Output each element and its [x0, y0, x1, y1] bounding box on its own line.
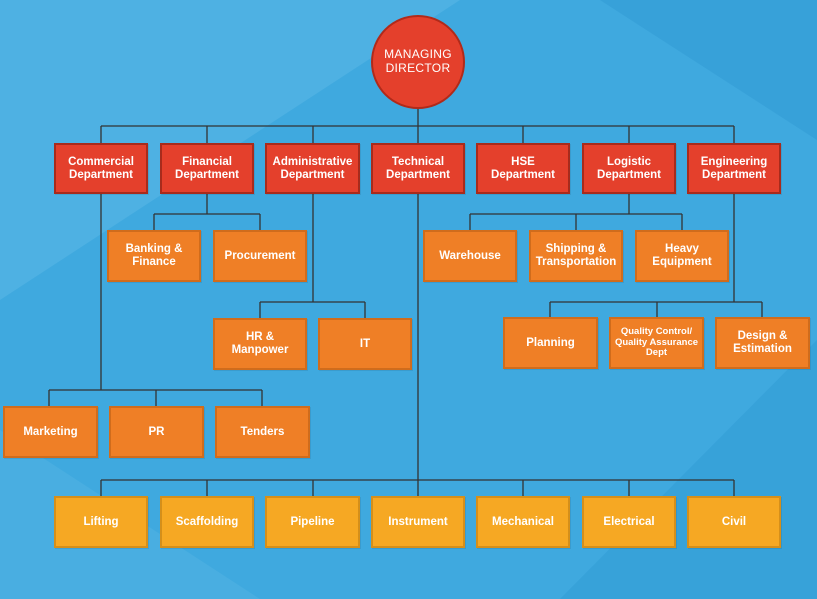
technical-department-node: Technical Department — [371, 143, 465, 194]
mechanical-node: Mechanical — [476, 496, 570, 548]
electrical-node: Electrical — [582, 496, 676, 548]
heavy-equipment-node: Heavy Equipment — [635, 230, 729, 282]
hse-department-node: HSE Department — [476, 143, 570, 194]
administrative-department-node: Administrative Department — [265, 143, 360, 194]
instrument-node: Instrument — [371, 496, 465, 548]
hr-manpower-node: HR & Manpower — [213, 318, 307, 370]
planning-node: Planning — [503, 317, 598, 369]
marketing-node: Marketing — [3, 406, 98, 458]
engineering-department-node: Engineering Department — [687, 143, 781, 194]
warehouse-node: Warehouse — [423, 230, 517, 282]
managing-director-node: MANAGING DIRECTOR — [371, 15, 465, 109]
design-estimation-node: Design & Estimation — [715, 317, 810, 369]
banking-finance-node: Banking & Finance — [107, 230, 201, 282]
commercial-department-node: Commercial Department — [54, 143, 148, 194]
financial-department-node: Financial Department — [160, 143, 254, 194]
logistic-department-node: Logistic Department — [582, 143, 676, 194]
procurement-node: Procurement — [213, 230, 307, 282]
scaffolding-node: Scaffolding — [160, 496, 254, 548]
it-node: IT — [318, 318, 412, 370]
civil-node: Civil — [687, 496, 781, 548]
pr-node: PR — [109, 406, 204, 458]
tenders-node: Tenders — [215, 406, 310, 458]
quality-control-assurance-node: Quality Control/ Quality Assurance Dept — [609, 317, 704, 369]
pipeline-node: Pipeline — [265, 496, 360, 548]
shipping-transportation-node: Shipping & Transportation — [529, 230, 623, 282]
lifting-node: Lifting — [54, 496, 148, 548]
